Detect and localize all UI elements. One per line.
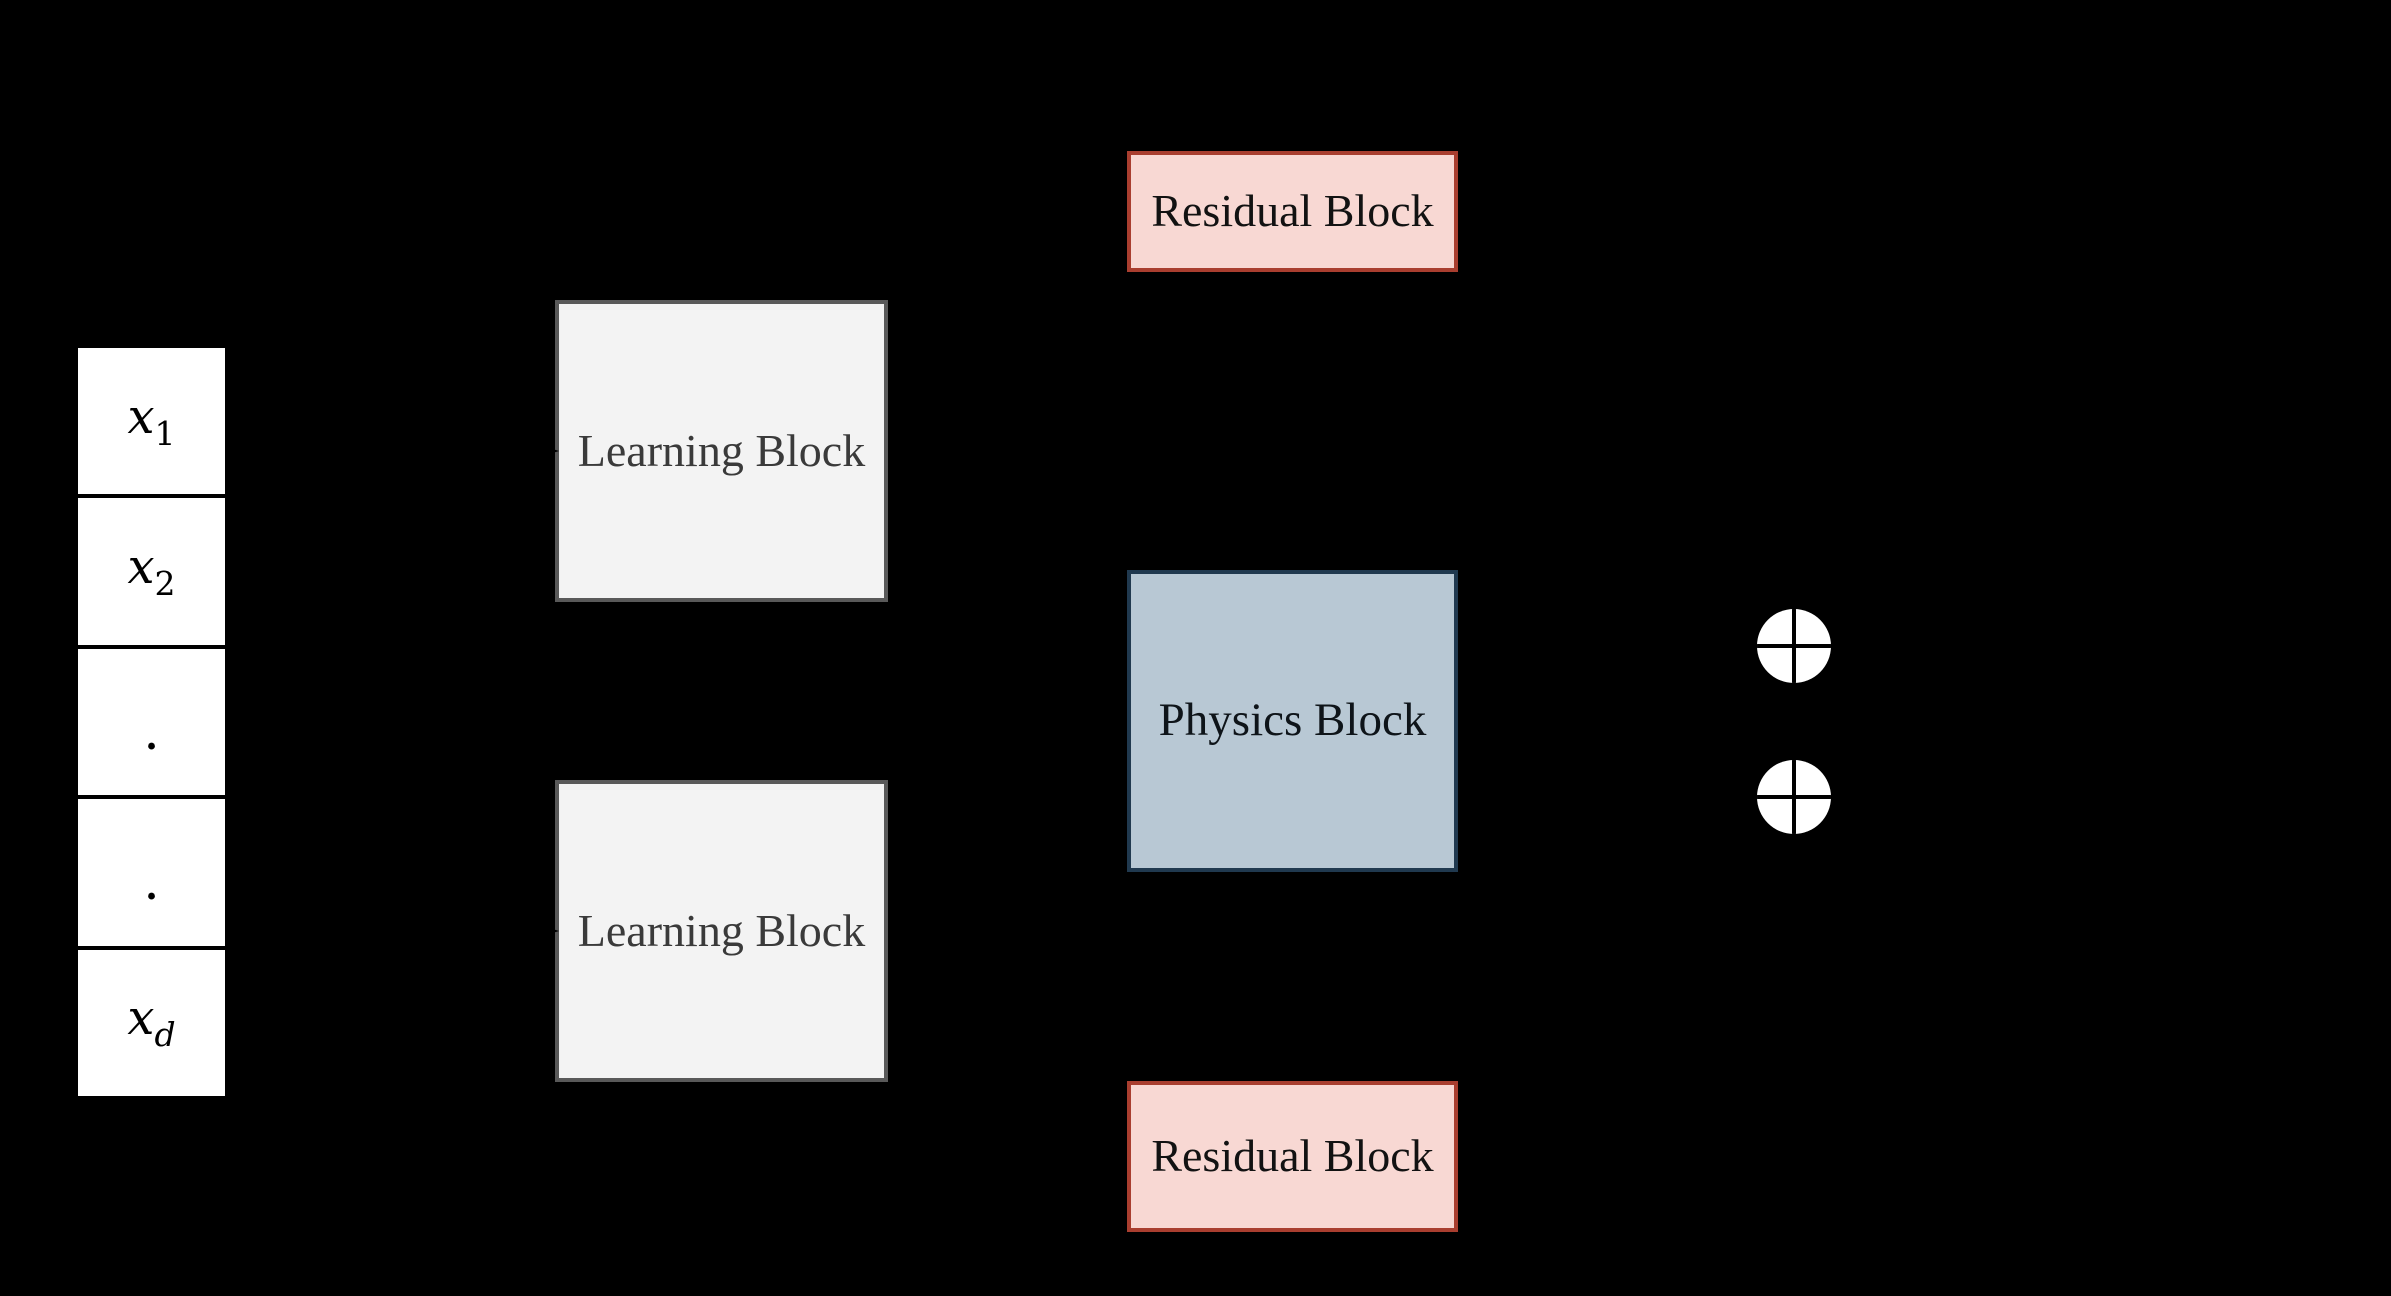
learning-block-bottom-label: Learning Block: [577, 904, 866, 956]
physics-block-label: Physics Block: [1158, 694, 1427, 747]
residual-block-top: Residual Block: [1127, 151, 1458, 272]
vector-cell-dot: .: [78, 799, 225, 950]
math-label-x1: x1: [127, 388, 176, 453]
learning-block-top-label: Learning Block: [577, 424, 866, 476]
ellipsis-dot: .: [143, 702, 160, 763]
vector-cell-x2: x2: [78, 498, 225, 649]
ellipsis-dot: .: [143, 852, 160, 913]
residual-block-bottom: Residual Block: [1127, 1081, 1458, 1232]
learning-block-top: Learning Block: [555, 300, 888, 602]
math-label-xd: xd: [127, 990, 176, 1055]
math-label-x2: x2: [127, 539, 176, 604]
residual-block-bottom-label: Residual Block: [1151, 1130, 1434, 1182]
circled-plus-icon: [1757, 609, 1831, 683]
physics-block: Physics Block: [1127, 570, 1458, 872]
plus-vertical-bar: [1792, 760, 1796, 834]
plus-vertical-bar: [1792, 609, 1796, 683]
input-vector: x1 x2 . . xd: [78, 348, 225, 1096]
residual-block-top-label: Residual Block: [1151, 185, 1434, 237]
vector-cell-xd: xd: [78, 950, 225, 1096]
vector-cell-dot: .: [78, 649, 225, 800]
learning-block-bottom: Learning Block: [555, 780, 888, 1082]
vector-cell-x1: x1: [78, 348, 225, 499]
circled-plus-icon: [1757, 760, 1831, 834]
